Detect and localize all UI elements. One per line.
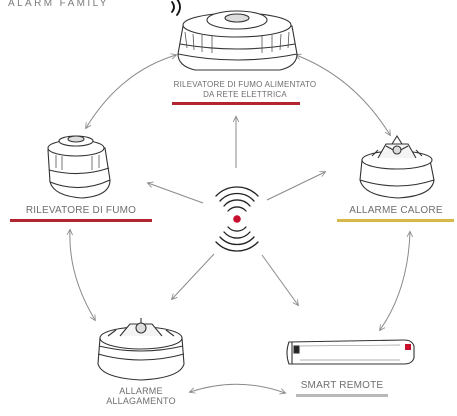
flood-alarm-label: ALLARME ALLAGAMENTO [96, 386, 186, 406]
link-smoke-flood [70, 230, 95, 320]
arrow-to-remote [261, 254, 298, 305]
smoke-detector-icon [47, 135, 111, 199]
arrow-to-smoke [148, 183, 204, 204]
heat-alarm-underline [337, 219, 454, 222]
mains-smoke-label-line1: RILEVATORE DI FUMO ALIMENTATO [173, 80, 317, 89]
diagram-title: ALARM FAMILY [8, 0, 109, 9]
mains-smoke-label-line2: DA RETE ELETTRICA [203, 90, 287, 99]
link-heat-remote [380, 232, 410, 330]
smoke-detector-label: RILEVATORE DI FUMO [25, 205, 137, 216]
signal-dot [233, 215, 241, 223]
smoke-detector-underline [10, 219, 152, 222]
mains-smoke-detector-icon [177, 10, 298, 71]
link-mains-heat [296, 55, 390, 135]
mains-smoke-label: RILEVATORE DI FUMO ALIMENTATO DA RETE EL… [130, 80, 360, 100]
link-mains-smoke [86, 55, 176, 128]
outer-links [70, 55, 410, 393]
smart-remote-icon [286, 339, 415, 365]
flood-alarm-label-line2: ALLAGAMENTO [106, 396, 176, 406]
flood-alarm-icon [97, 318, 185, 381]
link-flood-remote [190, 383, 285, 393]
smart-remote-label: SMART REMOTE [300, 380, 384, 391]
heat-alarm-icon [359, 134, 435, 199]
center-arrows [148, 117, 325, 305]
wireless-signal-icon [215, 186, 259, 252]
arrow-to-heat [266, 172, 325, 201]
mains-smoke-underline [172, 102, 300, 105]
title-signal-icon [171, 0, 181, 16]
flood-alarm-label-line1: ALLARME [119, 386, 163, 396]
arrow-to-flood [172, 253, 215, 299]
smart-remote-underline [296, 394, 388, 397]
heat-alarm-label: ALLARME CALORE [349, 205, 443, 216]
